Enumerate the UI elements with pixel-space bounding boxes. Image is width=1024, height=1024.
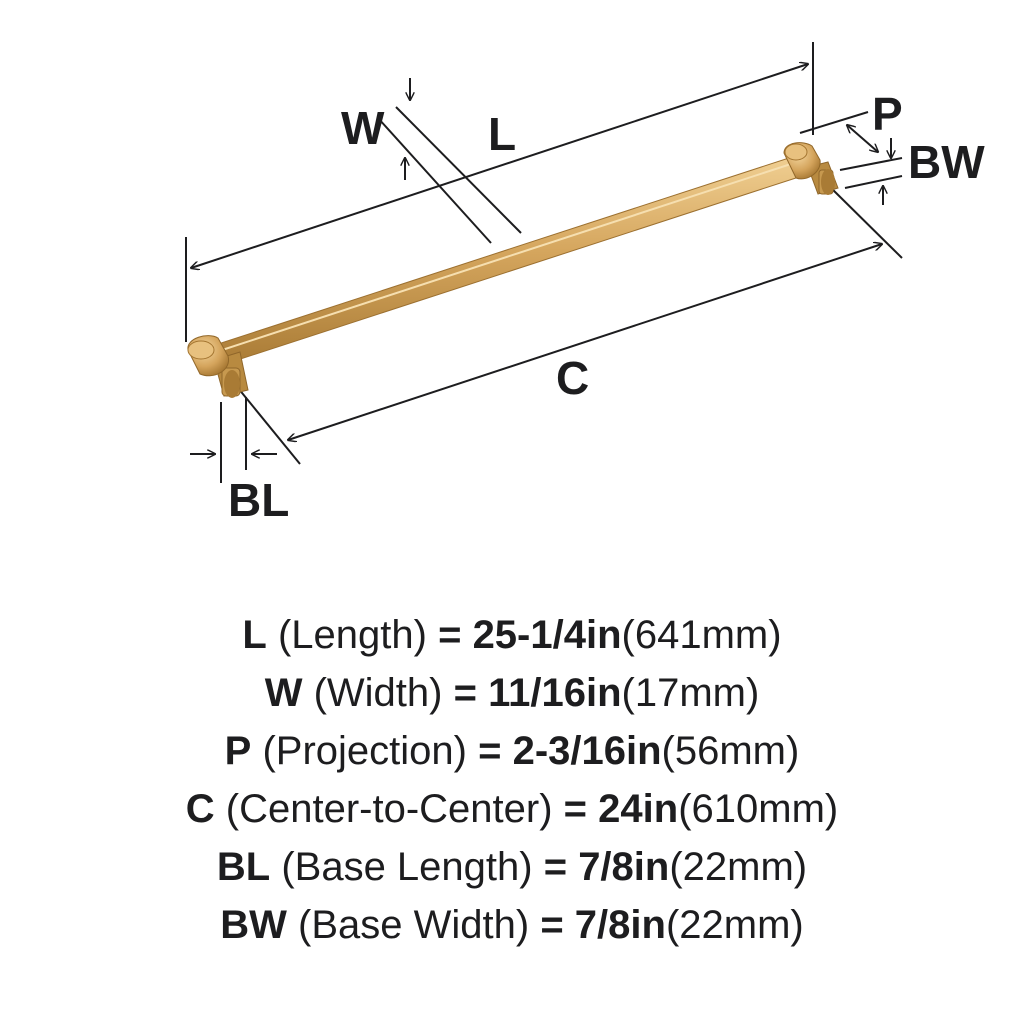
spec-metric: (56mm) — [661, 729, 800, 773]
spec-name: (Center-to-Center) — [214, 787, 564, 831]
base-width-extension-2 — [844, 175, 903, 189]
length-dimension — [185, 42, 814, 342]
spec-code: BL — [216, 845, 271, 889]
base-width-extension-1 — [839, 157, 903, 171]
spec-imperial: 2-3/16in — [512, 729, 662, 773]
spec-metric: (22mm) — [665, 903, 804, 947]
specifications-list: L (Length) = 25-1/4in(641mm) W (Width) =… — [0, 606, 1024, 954]
spec-metric: (17mm) — [621, 671, 760, 715]
spec-name: (Base Length) — [270, 845, 544, 889]
center-extension-left — [237, 387, 301, 465]
base-width-dimension — [839, 138, 903, 205]
spec-code: L — [242, 613, 267, 657]
spec-name: (Base Width) — [286, 903, 541, 947]
towel-bar-illustration — [187, 142, 839, 398]
label-P: P — [872, 88, 903, 140]
spec-imperial: 24in — [598, 787, 679, 831]
spec-imperial: 7/8in — [574, 903, 666, 947]
width-dimension — [377, 78, 522, 244]
spec-imperial: 7/8in — [578, 845, 670, 889]
projection-arrow — [847, 125, 878, 152]
label-L: L — [488, 108, 516, 160]
width-extension-1 — [395, 106, 522, 234]
spec-length: L (Length) = 25-1/4in(641mm) — [0, 606, 1024, 664]
width-extension-2 — [377, 117, 492, 244]
base-length-dimension — [190, 397, 277, 483]
spec-equals: = — [453, 671, 489, 715]
spec-name: (Length) — [266, 613, 439, 657]
spec-width: W (Width) = 11/16in(17mm) — [0, 664, 1024, 722]
projection-dimension — [799, 111, 878, 152]
towel-bar-dimension-diagram: L W P BW C BL — [185, 42, 985, 526]
spec-equals: = — [540, 903, 575, 947]
spec-equals: = — [478, 729, 513, 773]
spec-code: P — [224, 729, 252, 773]
spec-equals: = — [563, 787, 599, 831]
spec-projection: P (Projection) = 2-3/16in(56mm) — [0, 722, 1024, 780]
spec-metric: (22mm) — [669, 845, 808, 889]
spec-metric: (641mm) — [621, 613, 782, 657]
label-BW: BW — [908, 136, 985, 188]
spec-code: W — [264, 671, 303, 715]
label-W: W — [341, 102, 385, 154]
spec-center-to-center: C (Center-to-Center) = 24in(610mm) — [0, 780, 1024, 838]
spec-imperial: 11/16in — [488, 671, 622, 715]
spec-code: C — [185, 787, 215, 831]
projection-extension — [799, 111, 869, 134]
spec-imperial: 25-1/4in — [472, 613, 622, 657]
spec-equals: = — [438, 613, 473, 657]
label-C: C — [556, 352, 589, 404]
center-arrow — [288, 244, 882, 440]
spec-name: (Projection) — [251, 729, 479, 773]
length-arrow — [191, 64, 808, 268]
spec-code: BW — [220, 903, 287, 947]
center-extension-right — [825, 182, 903, 259]
spec-metric: (610mm) — [678, 787, 839, 831]
towel-bar-left-post — [187, 335, 249, 398]
label-BL: BL — [228, 474, 289, 526]
spec-name: (Width) — [302, 671, 454, 715]
center-dimension — [237, 182, 903, 465]
towel-bar-rod — [211, 155, 803, 367]
towel-bar-rod-highlight — [215, 161, 798, 353]
towel-bar-right-post — [783, 142, 839, 195]
spec-base-width: BW (Base Width) = 7/8in(22mm) — [0, 896, 1024, 954]
spec-base-length: BL (Base Length) = 7/8in(22mm) — [0, 838, 1024, 896]
spec-equals: = — [543, 845, 579, 889]
